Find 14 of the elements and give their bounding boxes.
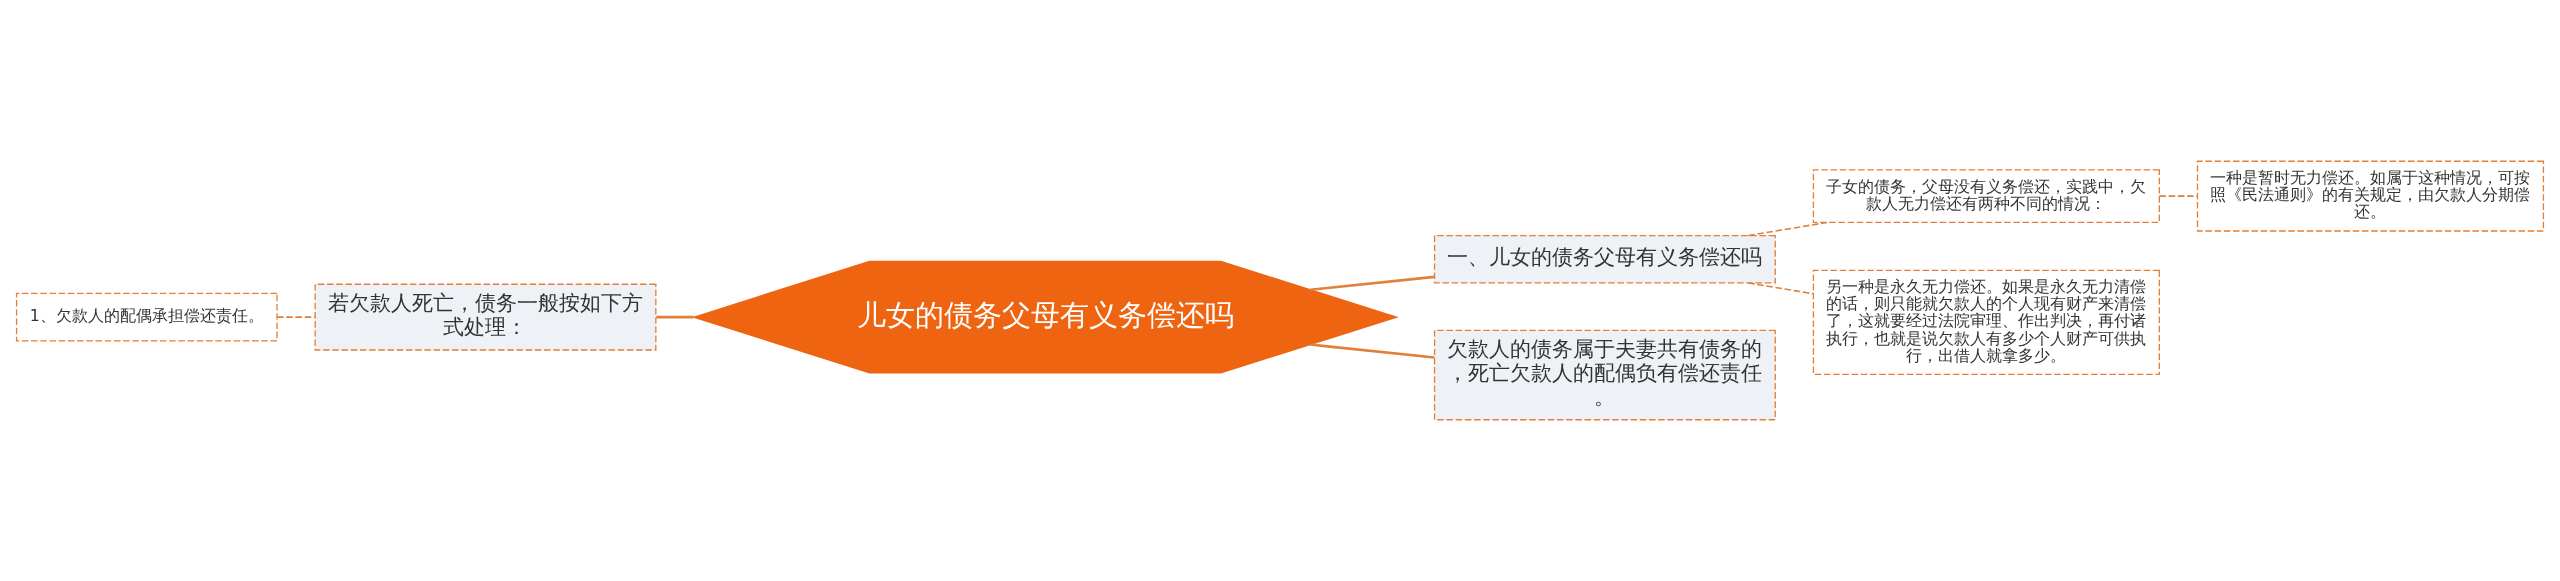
connector [656, 315, 694, 319]
connector [1747, 221, 1828, 237]
node-box: 另一种是永久无力偿还。如果是永久无力清偿的话，则只能就欠款人的个人现有财产来清偿了，这就要经过法院审理、作出判决，再付诸执行，也就是说欠款人有多少个人财产可供执行，出借人就拿多少。 [1812, 269, 2160, 376]
node-box: 若欠款人死亡，债务一般按如下方式处理： [314, 283, 657, 351]
connector [1747, 282, 1815, 295]
node-box: 1、欠款人的配偶承担偿还责任。 [15, 292, 278, 342]
node-box: 一种是暂时无力偿还。如属于这种情况，可按照《民法通则》的有关规定，由欠款人分期偿还。 [2196, 160, 2545, 232]
connector [276, 316, 316, 318]
node-box: 欠款人的债务属于夫妻共有债务的，死亡欠款人的配偶负有偿还责任。 [1433, 329, 1776, 421]
node-box: 子女的债务，父母没有义务偿还，实践中，欠款人无力偿还有两种不同的情况： [1812, 169, 2160, 224]
connector [1310, 275, 1435, 292]
connector [2158, 195, 2198, 197]
connector [1310, 343, 1435, 359]
node-box: 一、儿女的债务父母有义务偿还吗 [1433, 234, 1776, 284]
